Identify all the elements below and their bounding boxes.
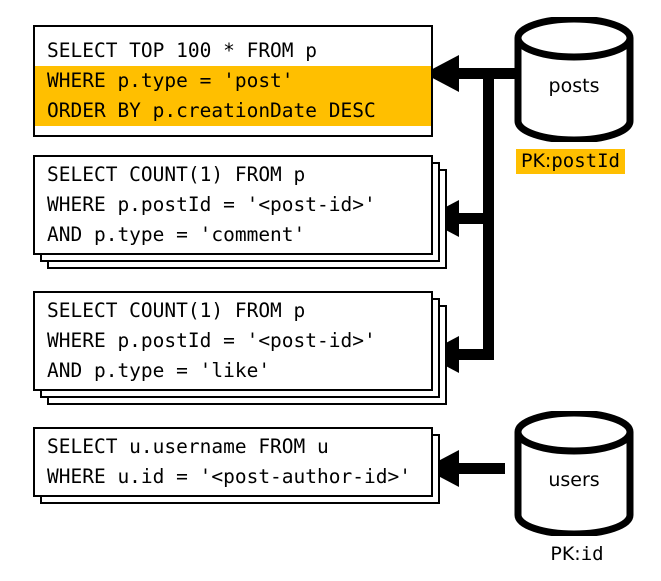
database-cylinder-icon [514,411,634,536]
datastore-posts-store[interactable]: posts [513,17,635,142]
query-line: AND p.type = 'like' [47,359,271,382]
pk-value: id [580,543,604,565]
query-line: SELECT u.username FROM u [47,435,329,458]
query-card[interactable]: SELECT u.username FROM u WHERE u.id = '<… [33,427,433,497]
query-stack-author-name-query: SELECT u.username FROM u WHERE u.id = '<… [33,427,441,509]
pk-value: postId [551,150,620,172]
query-line: SELECT COUNT(1) FROM p [47,299,306,322]
datastore-label: posts [548,75,600,97]
database-cylinder-icon [514,17,634,142]
pk-prefix: PK: [521,150,552,172]
query-line: WHERE p.postId = '<post-id>' [47,193,376,216]
query-line: WHERE p.postId = '<post-id>' [47,329,376,352]
query-stack-comment-count-query: SELECT COUNT(1) FROM p WHERE p.postId = … [33,155,447,269]
primary-key-badge-users: PK:id [516,543,638,565]
query-stack-like-count-query: SELECT COUNT(1) FROM p WHERE p.postId = … [33,291,447,405]
query-card[interactable]: SELECT COUNT(1) FROM p WHERE p.postId = … [33,155,433,255]
datastore-label: users [548,469,600,491]
query-line: WHERE u.id = '<post-author-id>' [47,465,411,488]
primary-key-badge-posts: PK:postId [516,149,625,174]
query-stack-feed-query: SELECT TOP 100 * FROM p WHERE p.type = '… [33,25,433,137]
datastore-users-store[interactable]: users [513,411,635,536]
query-line-highlighted: ORDER BY p.creationDate DESC [35,96,431,126]
pk-prefix: PK: [550,543,581,565]
query-line: SELECT COUNT(1) FROM p [47,163,306,186]
query-line-highlighted: WHERE p.type = 'post' [35,66,431,96]
query-line: AND p.type = 'comment' [47,223,306,246]
query-line: SELECT TOP 100 * FROM p [47,39,318,62]
query-card[interactable]: SELECT COUNT(1) FROM p WHERE p.postId = … [33,291,433,391]
query-card[interactable]: SELECT TOP 100 * FROM p WHERE p.type = '… [33,25,433,137]
